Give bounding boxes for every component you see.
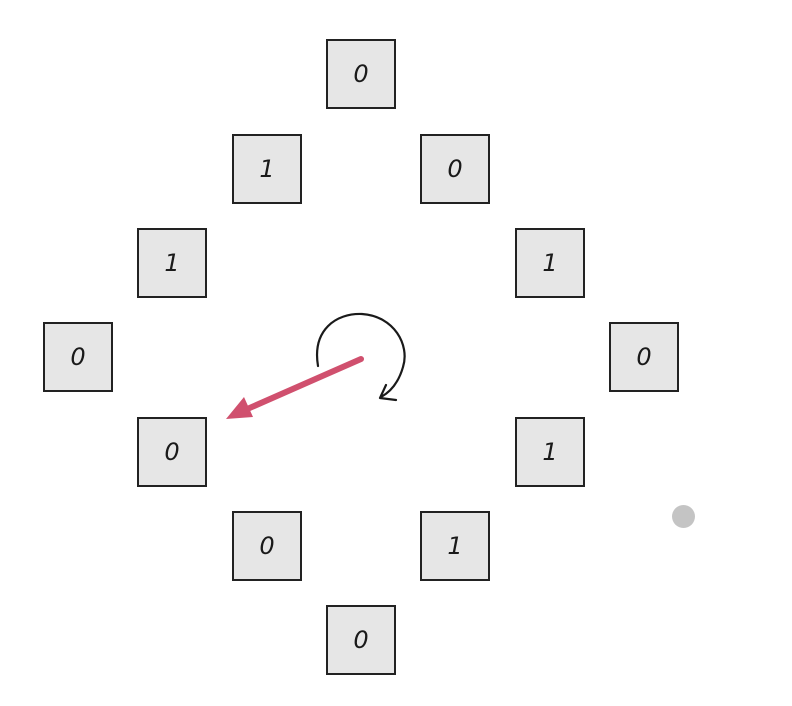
ring-cell-upper-right-2: 1	[515, 228, 585, 298]
cell-value: 1	[542, 249, 558, 277]
cell-value: 0	[70, 343, 86, 371]
ring-cell-lower-right-2: 1	[420, 511, 490, 581]
marker-dot	[672, 505, 695, 528]
cell-value: 0	[353, 626, 369, 654]
ring-cell-lower-right-1: 1	[515, 417, 585, 487]
ring-cell-upper-left-1: 1	[137, 228, 207, 298]
cell-value: 0	[447, 155, 463, 183]
ring-cell-bottom: 0	[326, 605, 396, 675]
ring-cell-upper-left-2: 1	[232, 134, 302, 204]
cell-value: 1	[542, 438, 558, 466]
cell-value: 0	[353, 60, 369, 88]
pointer-arrow-icon	[226, 356, 364, 419]
ring-cell-upper-right-1: 0	[420, 134, 490, 204]
cell-value: 0	[164, 438, 180, 466]
ring-cell-top: 0	[326, 39, 396, 109]
cell-value: 1	[259, 155, 275, 183]
cell-value: 0	[259, 532, 275, 560]
ring-cell-lower-left-2: 0	[137, 417, 207, 487]
ring-cell-lower-left-1: 0	[232, 511, 302, 581]
cell-value: 1	[447, 532, 463, 560]
cell-value: 1	[164, 249, 180, 277]
ring-cell-right: 0	[609, 322, 679, 392]
rotation-arrow-icon	[315, 312, 406, 402]
ring-cell-left: 0	[43, 322, 113, 392]
cell-value: 0	[636, 343, 652, 371]
